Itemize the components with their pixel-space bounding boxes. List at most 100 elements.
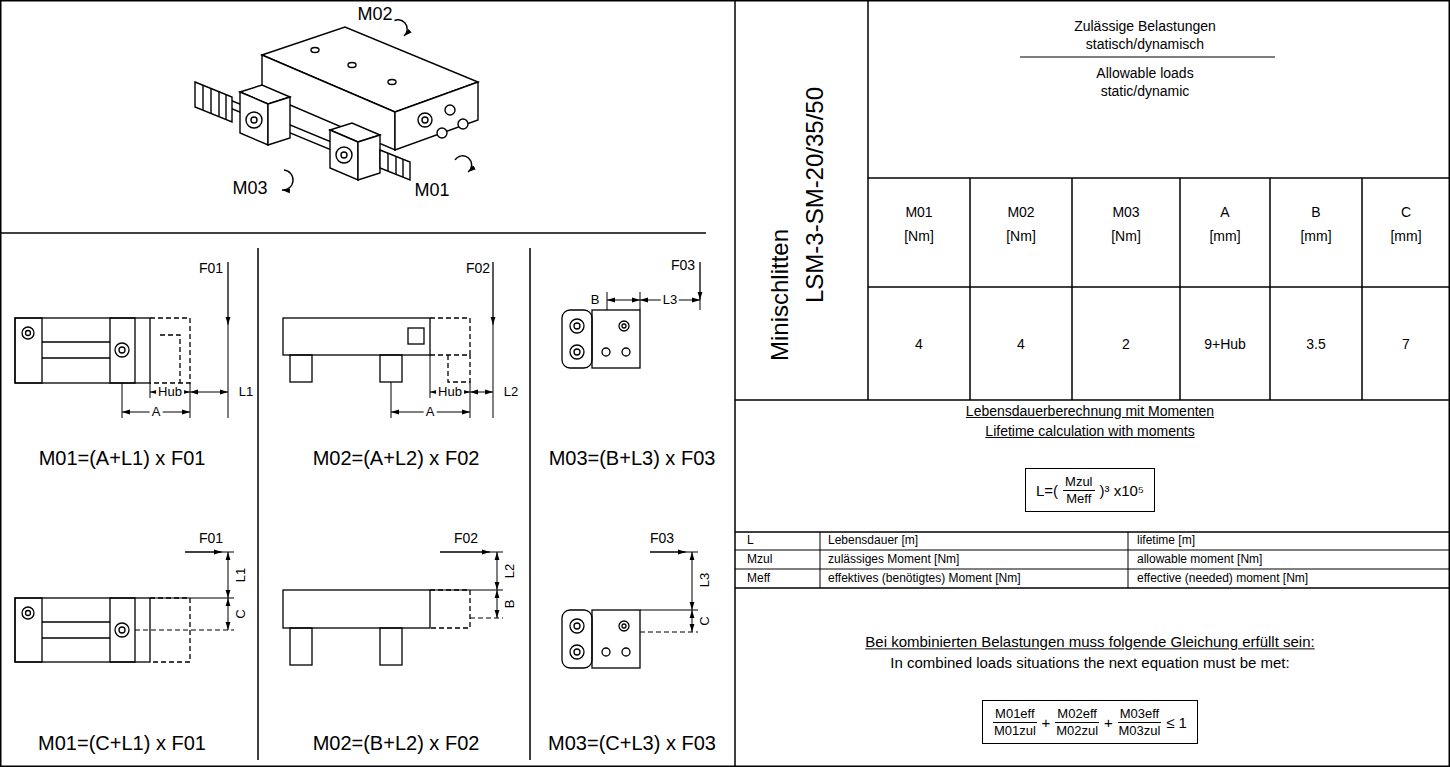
- formula-box: M01effM01zul+M02effM02zul+M03effM03zul≤ …: [982, 700, 1198, 744]
- front-view-sketch: [15, 318, 150, 383]
- front-view-sketch: [119, 627, 125, 633]
- front-view-sketch: [150, 318, 190, 383]
- side-view-sketch: [448, 355, 470, 382]
- side-view-sketch: [430, 590, 470, 628]
- frame-lines: [735, 569, 1450, 570]
- front-view-sketch: [15, 318, 42, 383]
- table-value: 7: [1400, 336, 1412, 352]
- front-view-sketch: [160, 335, 180, 383]
- symbol-cell: L: [745, 534, 756, 548]
- slide-illustration: [195, 82, 232, 122]
- end-view-sketch: [619, 621, 629, 631]
- slide-illustration: [330, 130, 358, 180]
- formula-text: M01=(A+L1) x F01: [37, 447, 208, 470]
- front-view-sketch: [115, 623, 129, 637]
- side-view-sketch: [430, 590, 503, 591]
- end-view-sketch: [622, 648, 630, 656]
- slide-illustration: [388, 80, 396, 85]
- side-view-sketch: [493, 325, 494, 418]
- frame-lines: [1020, 57, 1275, 58]
- dimension-label: C: [698, 614, 713, 627]
- table-value: 3.5: [1304, 336, 1327, 352]
- end-view-sketch: [562, 610, 592, 668]
- section-heading: Lebensdauerberechnung mit Momenten: [964, 403, 1216, 419]
- force-label: F01: [197, 530, 225, 546]
- slide-illustration: [358, 135, 380, 180]
- end-view-sketch: [562, 310, 592, 368]
- definition-cell: allowable moment [Nm]: [1135, 553, 1264, 567]
- side-view-sketch: [391, 382, 392, 418]
- symbol-cell: Mzul: [745, 553, 774, 567]
- end-view-sketch: [622, 348, 630, 356]
- end-view-sketch: [700, 300, 701, 310]
- column-header: B: [1309, 204, 1322, 220]
- front-view-sketch: [150, 598, 234, 599]
- side-view-sketch: [497, 590, 498, 618]
- front-view-sketch: [150, 383, 151, 398]
- end-view-sketch: [574, 623, 580, 629]
- slide-illustration: [341, 152, 347, 158]
- denominator: M03zul: [1118, 723, 1160, 739]
- end-view-sketch: [570, 319, 584, 333]
- end-view-sketch: [699, 262, 700, 300]
- slide-illustration: [402, 159, 403, 177]
- side-view-sketch: [430, 318, 470, 355]
- slide-illustration: [202, 85, 203, 110]
- side-view-sketch: [497, 552, 498, 590]
- note-text: Bei kombinierten Belastungen muss folgen…: [863, 633, 1316, 650]
- slide-illustration: [348, 63, 356, 68]
- moment-arrow: [455, 156, 472, 172]
- slide-illustration: [262, 55, 395, 150]
- slide-illustration: [395, 156, 396, 174]
- slide-illustration: [225, 94, 226, 119]
- slide-illustration: [268, 97, 290, 145]
- side-view-sketch: [283, 590, 430, 628]
- end-view-sketch: [622, 624, 626, 628]
- front-view-sketch: [15, 598, 150, 662]
- front-view-sketch: [42, 621, 110, 622]
- unit-label: [Nm]: [1004, 228, 1038, 244]
- frame-lines: [1361, 178, 1363, 400]
- force-label: F02: [464, 260, 492, 276]
- dimension-label: C: [234, 607, 249, 620]
- title-text: Minischlitten: [766, 227, 794, 363]
- front-view-sketch: [135, 630, 234, 631]
- front-view-sketch: [228, 598, 229, 630]
- column-header: A: [1218, 204, 1231, 220]
- end-view-sketch: [692, 552, 693, 610]
- end-view-sketch: [570, 645, 584, 659]
- front-view-sketch: [42, 341, 110, 342]
- slide-illustration: [251, 117, 257, 123]
- frame-lines: [1179, 178, 1181, 400]
- slide-illustration: [240, 92, 268, 145]
- frame-lines: [867, 0, 869, 400]
- dimension-label: L3: [661, 293, 679, 308]
- dimension-label: A: [424, 405, 437, 420]
- table-value: 9+Hub: [1202, 336, 1248, 352]
- front-view-sketch: [42, 357, 110, 358]
- frame-lines: [735, 399, 1450, 401]
- side-view-sketch: [408, 328, 424, 344]
- definition-cell: Lebensdauer [m]: [826, 534, 920, 548]
- moment-arrow: [282, 20, 472, 190]
- force-label: F03: [669, 257, 697, 273]
- formula-part: +: [1104, 714, 1113, 731]
- frame-lines: [735, 587, 1450, 589]
- formula-box: L=(MzulMeff)³ x10⁵: [1025, 468, 1155, 512]
- end-view-sketch: [692, 610, 693, 632]
- formula-part: ≤ 1: [1166, 714, 1187, 731]
- side-view-sketch: [290, 628, 312, 665]
- end-view-sketch: [650, 551, 686, 552]
- table-heading: statisch/dynamisch: [1084, 36, 1206, 52]
- unit-label: [mm]: [1298, 228, 1333, 244]
- end-view-sketch: [619, 321, 629, 331]
- formula-text: M02=(A+L2) x F02: [311, 447, 482, 470]
- front-view-sketch: [122, 383, 123, 418]
- table-heading: Allowable loads: [1094, 65, 1195, 81]
- end-view-sketch: [574, 349, 580, 355]
- frame-lines: [0, 232, 706, 234]
- side-view-sketch: [283, 262, 493, 418]
- section-heading: Lifetime calculation with moments: [983, 423, 1196, 439]
